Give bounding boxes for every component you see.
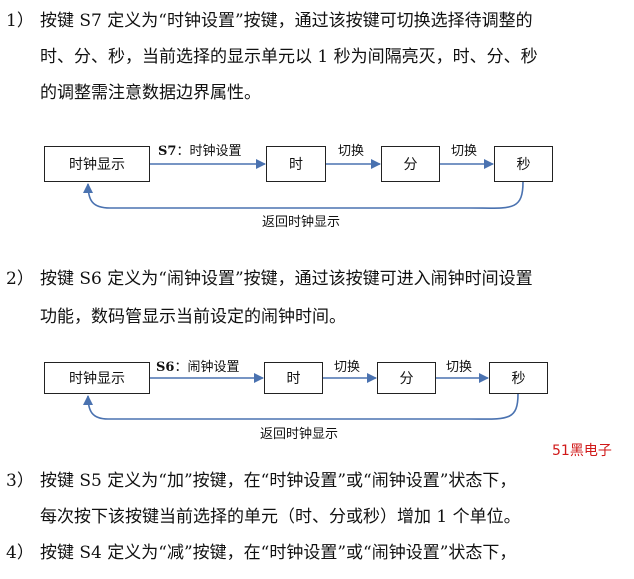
s6-key-label: S6：闹钟设置 — [156, 360, 240, 375]
minute-box: 分 — [377, 362, 436, 394]
arrow-return-to-clock — [83, 181, 524, 209]
second-box: 秒 — [494, 146, 553, 182]
item-3-line-1: 按键 S5 定义为“加”按键，在“时钟设置”或“闹钟设置”状态下， — [40, 471, 517, 491]
arrow-return-to-clock-2 — [83, 393, 519, 420]
hour-box: 时 — [266, 146, 326, 182]
return-label: 返回时钟显示 — [262, 215, 341, 230]
switch-label-2: 切换 — [446, 360, 473, 375]
item-2-line-1: 按键 S6 定义为“闹钟设置”按键，通过该按键可进入闹钟时间设置 — [40, 269, 533, 289]
item-4-line-1: 按键 S4 定义为“减”按键，在“时钟设置”或“闹钟设置”状态下， — [40, 543, 517, 563]
s7-key: S7 — [158, 144, 177, 159]
item-3-number: 3） — [6, 471, 34, 491]
item-1-line-2: 时、分、秒，当前选择的显示单元以 1 秒为间隔亮灭，时、分、秒 — [40, 47, 538, 67]
item-1-line-1: 按键 S7 定义为“时钟设置”按键，通过该按键可切换选择待调整的 — [40, 11, 533, 31]
s6-key: S6 — [156, 360, 175, 375]
clock-display-box: 时钟显示 — [44, 146, 150, 182]
s7-key-label: S7：时钟设置 — [158, 144, 242, 159]
return-label: 返回时钟显示 — [260, 427, 339, 442]
hour-box: 时 — [264, 362, 323, 394]
switch-label-1: 切换 — [338, 144, 365, 159]
second-box: 秒 — [489, 362, 548, 394]
item-3-line-2: 每次按下该按键当前选择的单元（时、分或秒）增加 1 个单位。 — [40, 507, 521, 527]
item-1-number: 1） — [6, 11, 34, 31]
switch-label-2: 切换 — [451, 144, 478, 159]
item-4-number: 4） — [6, 543, 34, 563]
minute-box: 分 — [381, 146, 440, 182]
item-2-number: 2） — [6, 269, 34, 289]
switch-label-1: 切换 — [334, 360, 361, 375]
watermark: 51黑电子 — [552, 443, 612, 459]
item-1-line-3: 的调整需注意数据边界属性。 — [40, 83, 261, 103]
clock-display-box: 时钟显示 — [44, 362, 150, 394]
item-2-line-2: 功能，数码管显示当前设定的闹钟时间。 — [40, 307, 346, 327]
